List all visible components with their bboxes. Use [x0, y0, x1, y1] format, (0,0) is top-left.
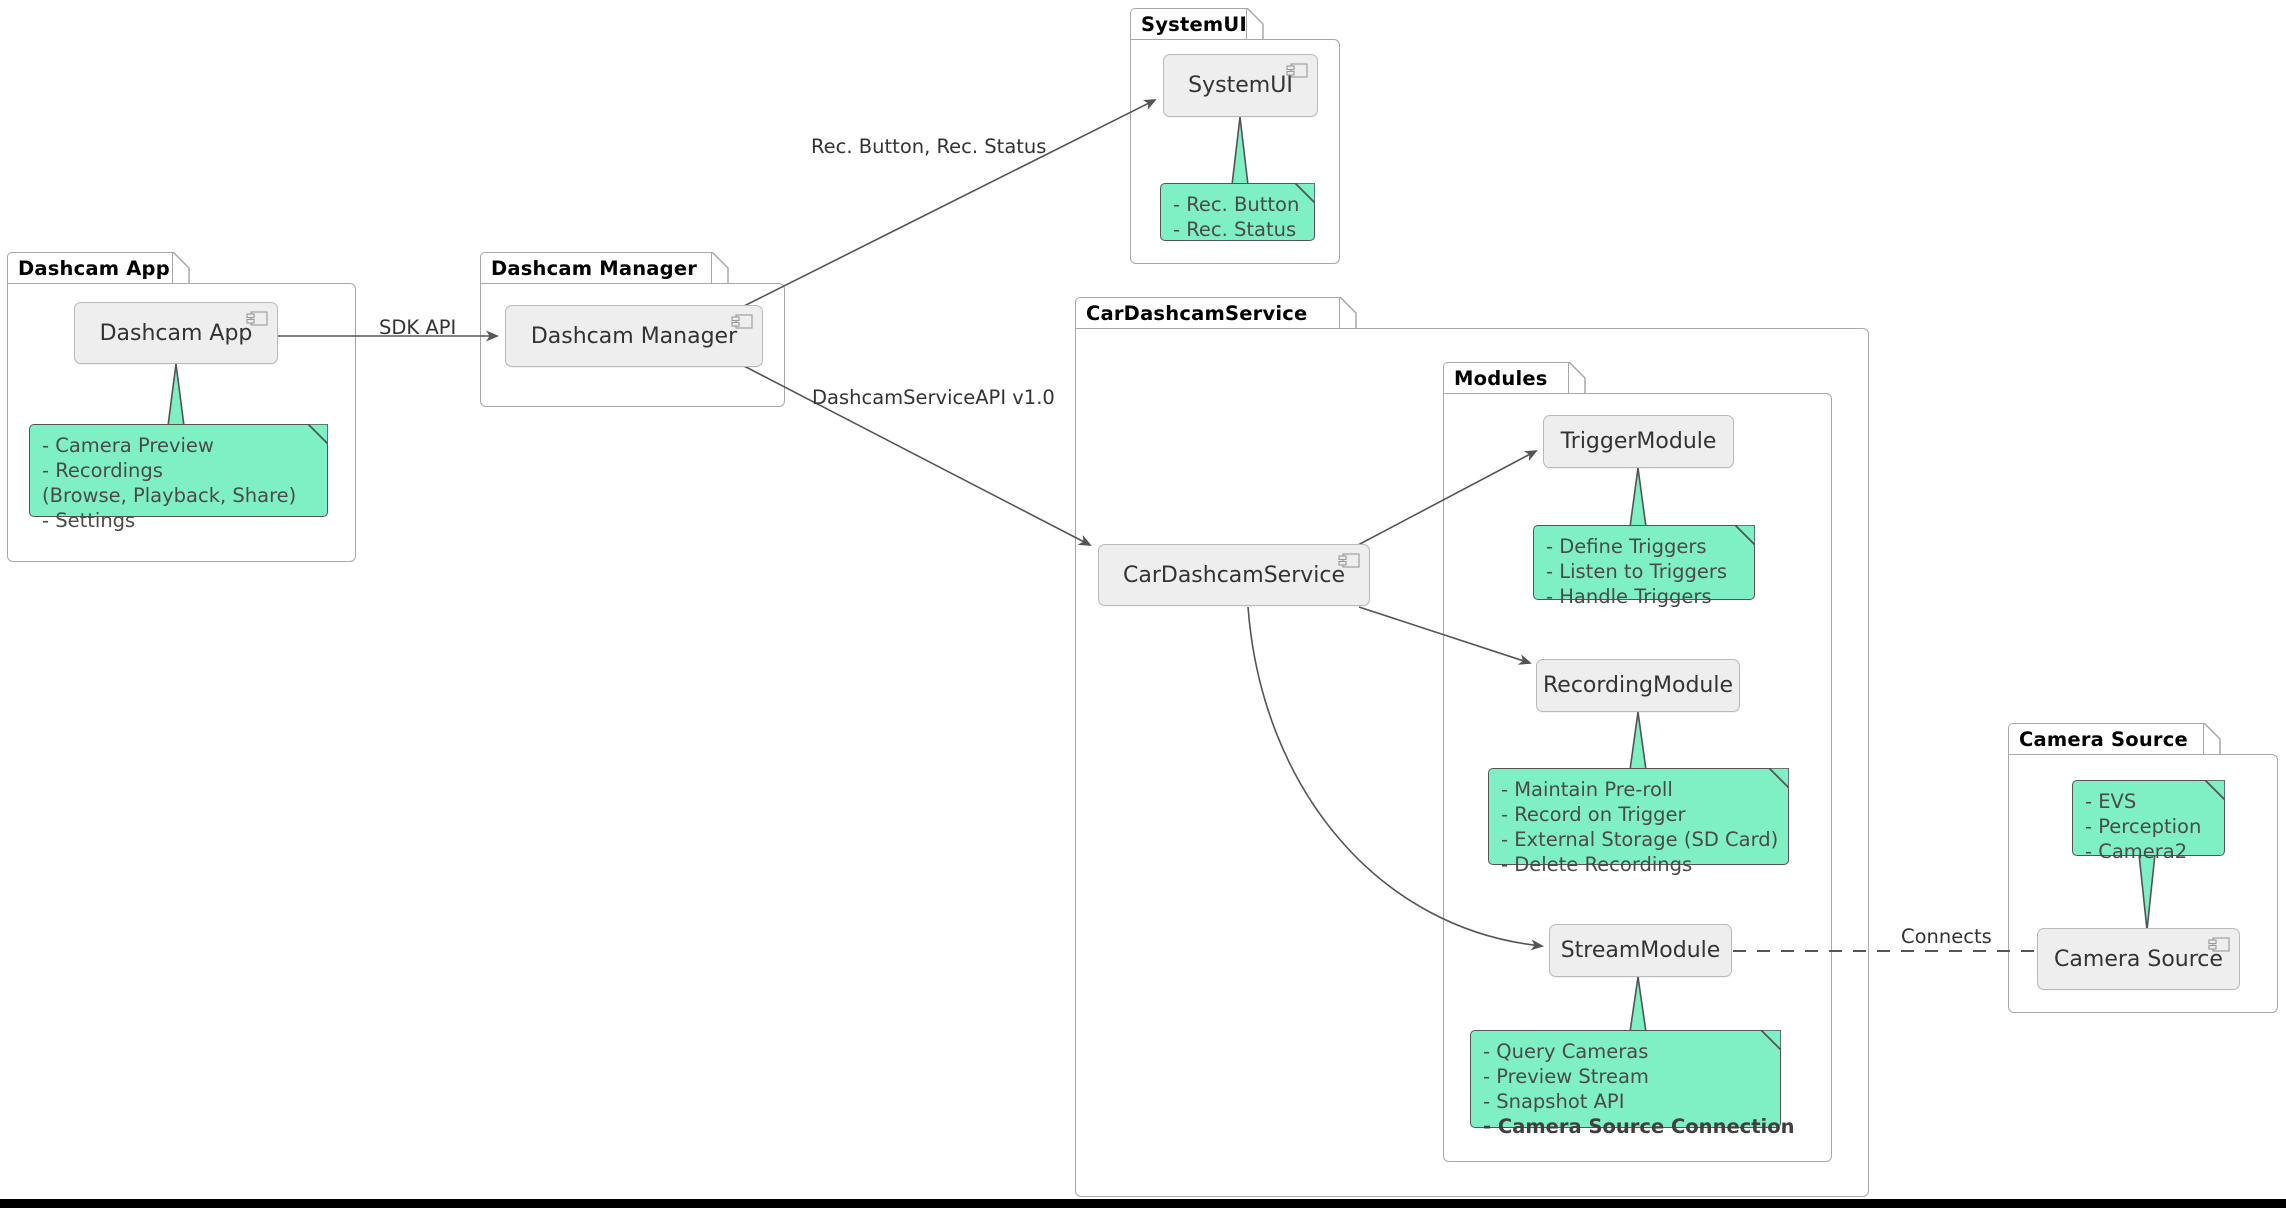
package-tab-corner-modules — [1569, 362, 1587, 394]
package-tab-systemui: SystemUI — [1130, 8, 1247, 40]
note-line: (Browse, Playback, Share) — [42, 483, 297, 507]
note-line: - Settings — [42, 508, 136, 532]
component-dashcam-manager[interactable]: Dashcam Manager — [505, 305, 763, 367]
note-dashcam-app: - Camera Preview - Recordings (Browse, P… — [29, 423, 329, 532]
component-trigger-module[interactable]: TriggerModule — [1543, 415, 1734, 468]
note-fold-corner-icon — [306, 423, 329, 446]
note-line: - Camera Preview — [42, 434, 214, 457]
component-label-dashcam-manager: Dashcam Manager — [530, 323, 738, 349]
note-fold-corner-icon — [1767, 767, 1790, 790]
component-stream-module[interactable]: StreamModule — [1549, 924, 1732, 977]
package-tab-corner-dashcam-manager — [712, 252, 730, 284]
component-camera-source[interactable]: Camera Source — [2037, 928, 2240, 990]
note-fold-corner-icon — [1293, 182, 1316, 205]
package-tab-corner-camera-source — [2204, 723, 2222, 755]
note-text-stream-module: - Query Cameras - Preview Stream - Snaps… — [1483, 1040, 1795, 1140]
package-tab-corner-systemui — [1247, 8, 1265, 40]
note-line: - Record on Trigger — [1501, 802, 1686, 826]
package-tab-dashcam-manager: Dashcam Manager — [480, 252, 712, 284]
component-systemui[interactable]: SystemUI — [1163, 54, 1318, 117]
component-icon — [2208, 937, 2230, 953]
note-line: - Snapshot API — [1483, 1089, 1625, 1113]
note-text-camera-source: - EVS - Perception - Camera2 — [2085, 790, 2210, 865]
note-line: - External Storage (SD Card) — [1501, 827, 1779, 851]
note-line: - Query Cameras — [1483, 1040, 1649, 1063]
note-line: - Rec. Status — [1173, 217, 1297, 241]
note-line: - Rec. Button — [1173, 193, 1300, 216]
package-label-dashcam-app: Dashcam App — [18, 257, 170, 280]
note-line: - Camera Source Connection — [1483, 1114, 1795, 1138]
package-label-modules: Modules — [1454, 367, 1548, 390]
package-tab-modules: Modules — [1443, 362, 1569, 394]
component-recording-module[interactable]: RecordingModule — [1536, 659, 1740, 712]
note-recording-module: - Maintain Pre-roll - Record on Trigger … — [1488, 767, 1790, 876]
edge-label-dashcamserviceapi: DashcamServiceAPI v1.0 — [812, 386, 1055, 409]
note-line: - Preview Stream — [1483, 1064, 1649, 1088]
note-line: - Listen to Triggers — [1546, 559, 1728, 583]
note-text-recording-module: - Maintain Pre-roll - Record on Trigger … — [1501, 778, 1779, 878]
component-label-systemui: SystemUI — [1188, 73, 1293, 98]
component-label-camera-source: Camera Source — [2054, 946, 2223, 972]
note-fold-corner-icon — [1759, 1029, 1782, 1052]
package-tab-cardashcamservice: CarDashcamService — [1075, 297, 1340, 329]
package-tab-dashcam-app: Dashcam App — [7, 252, 173, 284]
component-icon — [246, 311, 268, 327]
note-trigger-module: - Define Triggers - Listen to Triggers -… — [1533, 524, 1756, 608]
note-line: - Define Triggers — [1546, 535, 1707, 558]
note-line: - Perception — [2085, 814, 2202, 838]
note-text-systemui: - Rec. Button - Rec. Status — [1173, 193, 1300, 243]
component-icon — [731, 314, 753, 330]
component-label-dashcam-app: Dashcam App — [99, 320, 253, 346]
component-icon — [1338, 553, 1360, 569]
component-cardashcamservice[interactable]: CarDashcamService — [1098, 544, 1370, 606]
component-label-stream-module: StreamModule — [1560, 938, 1721, 963]
edge-label-sdk-api: SDK API — [379, 316, 457, 339]
edge-label-connects: Connects — [1893, 925, 2000, 948]
note-line: - Camera2 — [2085, 839, 2188, 863]
package-tab-camera-source: Camera Source — [2008, 723, 2204, 755]
note-fold-corner-icon — [2203, 779, 2226, 802]
package-label-systemui: SystemUI — [1141, 13, 1247, 36]
note-line: - Delete Recordings — [1501, 852, 1693, 876]
package-label-camera-source: Camera Source — [2019, 728, 2188, 751]
note-line: - Maintain Pre-roll — [1501, 778, 1673, 801]
note-systemui: - Rec. Button - Rec. Status — [1160, 182, 1316, 243]
component-label-cardashcamservice: CarDashcamService — [1122, 562, 1346, 588]
component-label-trigger-module: TriggerModule — [1560, 429, 1717, 454]
note-fold-corner-icon — [1733, 524, 1756, 547]
edge-label-rec-button-status: Rec. Button, Rec. Status — [811, 135, 1047, 158]
note-text-dashcam-app: - Camera Preview - Recordings (Browse, P… — [42, 434, 313, 534]
component-label-recording-module: RecordingModule — [1542, 673, 1734, 698]
note-line: - Recordings — [42, 458, 163, 482]
package-tab-corner-dashcam-app — [173, 252, 191, 284]
component-dashcam-app[interactable]: Dashcam App — [74, 302, 278, 364]
package-label-cardashcamservice: CarDashcamService — [1086, 302, 1308, 325]
component-icon — [1286, 63, 1308, 79]
note-line: - Handle Triggers — [1546, 584, 1712, 608]
note-line: - EVS — [2085, 790, 2137, 813]
note-stream-module: - Query Cameras - Preview Stream - Snaps… — [1470, 1029, 1795, 1138]
edge-rec-button-status — [741, 99, 1157, 308]
package-tab-corner-cardashcamservice — [1340, 297, 1358, 329]
bottom-bar — [0, 1199, 2286, 1208]
package-label-dashcam-manager: Dashcam Manager — [491, 257, 698, 280]
note-text-trigger-module: - Define Triggers - Listen to Triggers -… — [1546, 535, 1740, 610]
note-camera-source: - EVS - Perception - Camera2 — [2072, 779, 2226, 863]
